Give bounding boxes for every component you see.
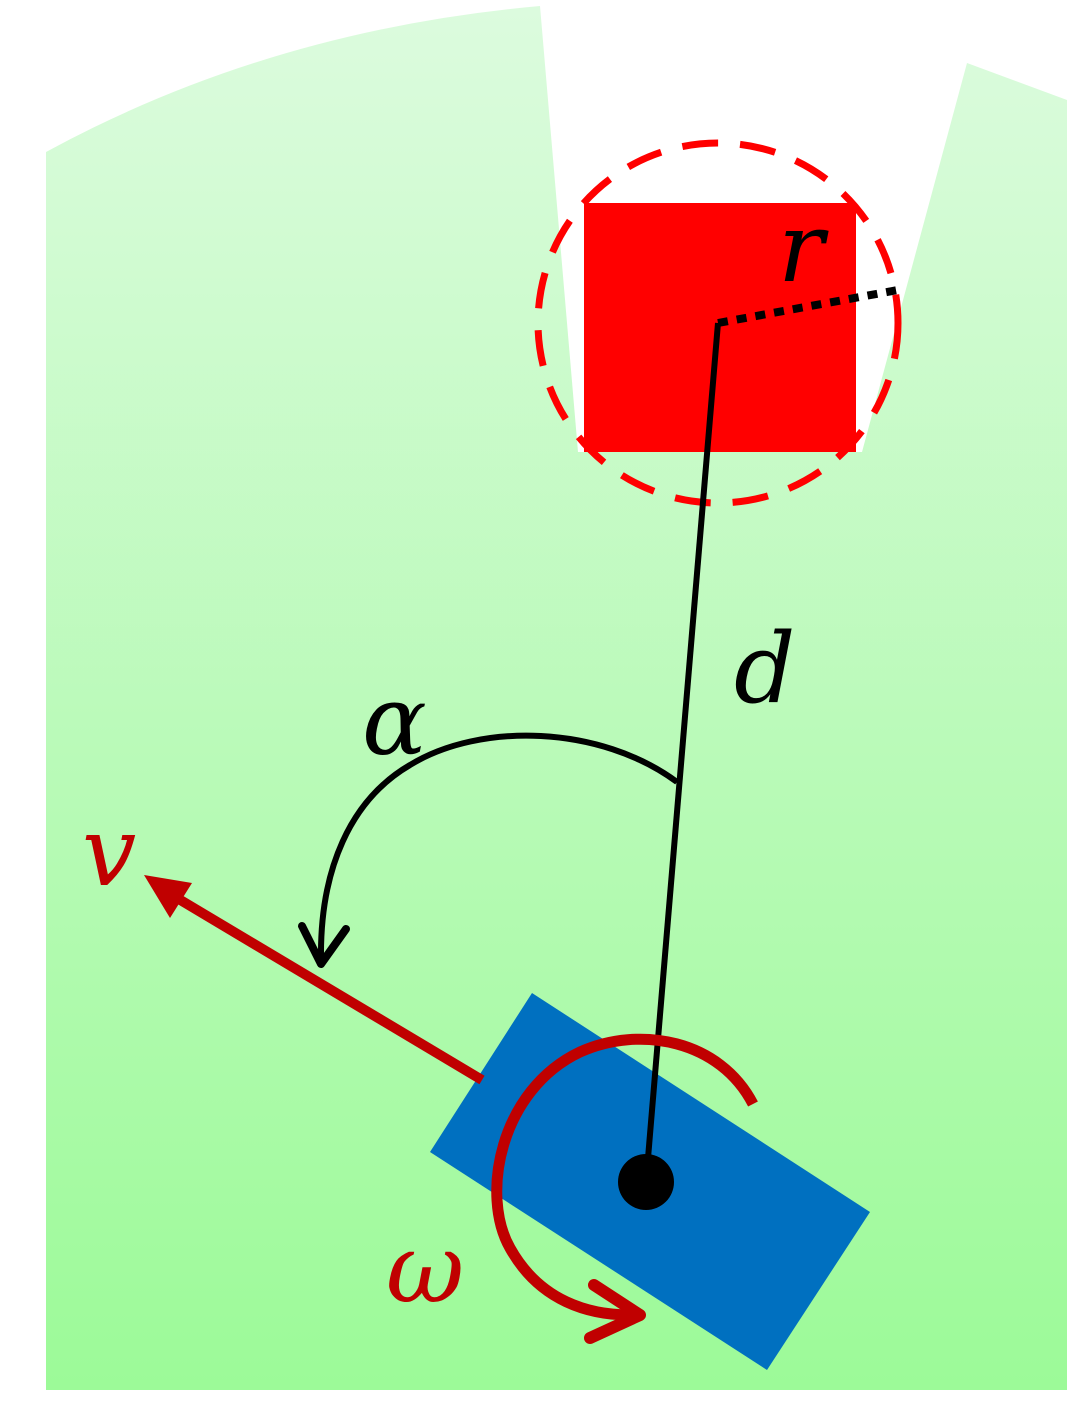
angular-velocity-arrowhead [584,1279,646,1344]
velocity-arrow-shaft [169,890,485,1085]
angular-velocity-label: ω [386,1213,464,1325]
robot-center-point [618,1154,674,1210]
radius-line [717,286,899,327]
angle-arrowhead [298,922,350,968]
angle-label: α [362,665,427,777]
target-radius-circle [534,139,902,507]
velocity-arrowhead [144,875,192,918]
angular-velocity-arc [491,1033,758,1321]
field-region [46,6,1067,1390]
distance-label: d [734,613,795,725]
angle-arc [317,732,679,959]
radius-label: r [778,192,829,304]
velocity-label: v [82,796,136,908]
